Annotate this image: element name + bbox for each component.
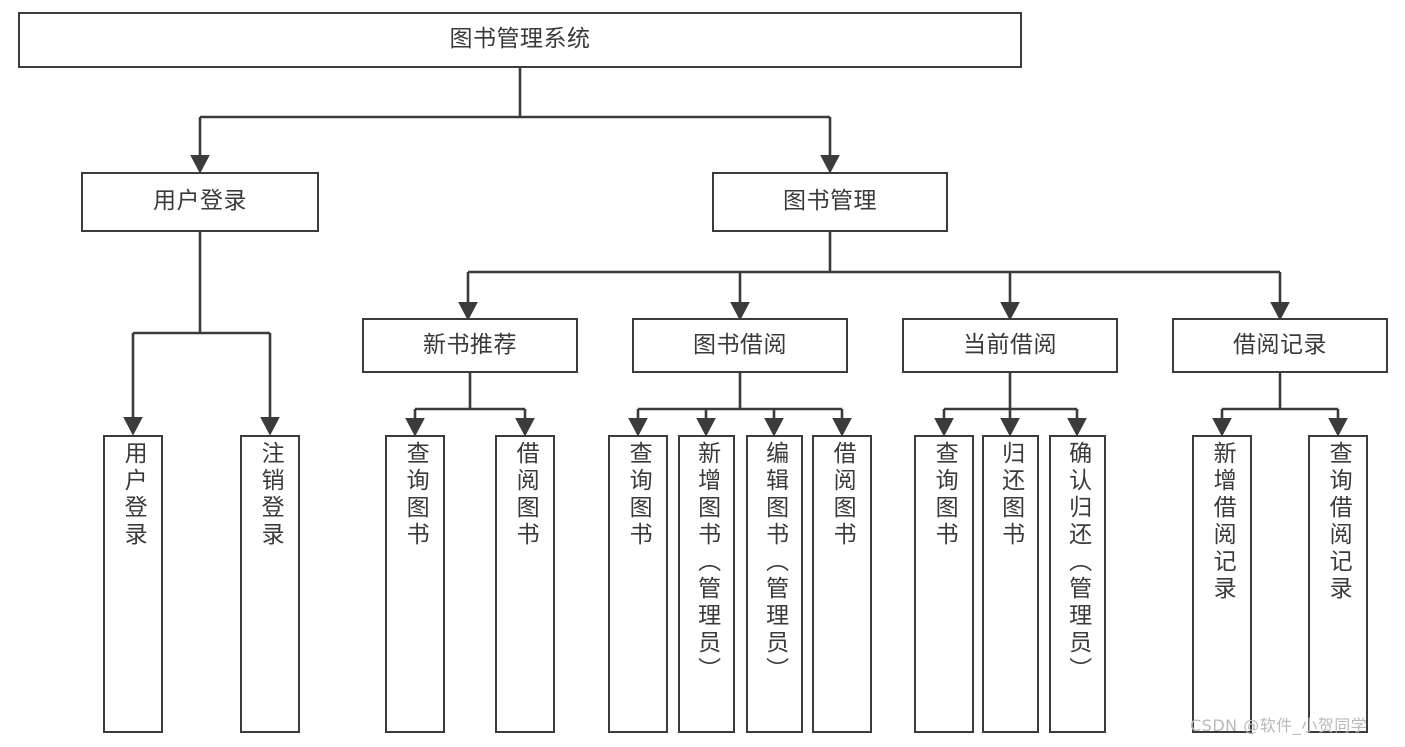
leaf-borrow-book[interactable]: 借阅图书 [812,435,872,733]
node-label: 归还图书 [997,441,1024,549]
node-label: 图书管理 [783,188,877,215]
leaf-return-book[interactable]: 归还图书 [982,435,1039,733]
node-label: 新书推荐 [423,331,517,358]
node-current-borrow[interactable]: 当前借阅 [902,318,1118,373]
node-label: 查询图书 [402,441,429,549]
leaf-confirm-return-admin[interactable]: 确认归还（管理员） [1049,435,1106,733]
node-label: 借阅图书 [512,441,539,549]
node-label: 借阅记录 [1233,331,1327,358]
leaf-query-book-current[interactable]: 查询图书 [914,435,974,733]
node-label: 新增借阅记录 [1209,441,1236,603]
node-label: 用户登录 [120,441,147,549]
node-label: 当前借阅 [963,331,1057,358]
watermark: CSDN @软件_小贺同学 [1190,716,1368,735]
leaf-borrow-book-recommend[interactable]: 借阅图书 [495,435,555,733]
node-label: 用户登录 [153,188,247,215]
node-borrow-records[interactable]: 借阅记录 [1172,318,1388,373]
leaf-query-book-recommend[interactable]: 查询图书 [385,435,445,733]
leaf-add-borrow-record[interactable]: 新增借阅记录 [1192,435,1252,733]
leaf-edit-book-admin[interactable]: 编辑图书（管理员） [746,435,803,733]
leaf-query-borrow-record[interactable]: 查询借阅记录 [1308,435,1368,733]
leaf-query-book[interactable]: 查询图书 [608,435,668,733]
node-label: 注销登录 [257,441,284,549]
node-label: 查询借阅记录 [1325,441,1352,603]
node-label: 查询图书 [625,441,652,549]
node-book-borrow[interactable]: 图书借阅 [632,318,848,373]
node-book-management[interactable]: 图书管理 [712,172,948,232]
node-label: 新增图书（管理员） [693,441,720,684]
node-label: 查询图书 [931,441,958,549]
node-root[interactable]: 图书管理系统 [18,12,1022,68]
node-label: 图书借阅 [693,331,787,358]
node-label: 确认归还（管理员） [1064,441,1091,684]
node-new-book-recommend[interactable]: 新书推荐 [362,318,578,373]
leaf-user-login[interactable]: 用户登录 [103,435,163,733]
leaf-user-logout[interactable]: 注销登录 [240,435,300,733]
leaf-add-book-admin[interactable]: 新增图书（管理员） [678,435,735,733]
node-label: 借阅图书 [829,441,856,549]
node-label: 编辑图书（管理员） [761,441,788,684]
node-label: 图书管理系统 [449,26,591,53]
node-user-login[interactable]: 用户登录 [81,172,319,232]
